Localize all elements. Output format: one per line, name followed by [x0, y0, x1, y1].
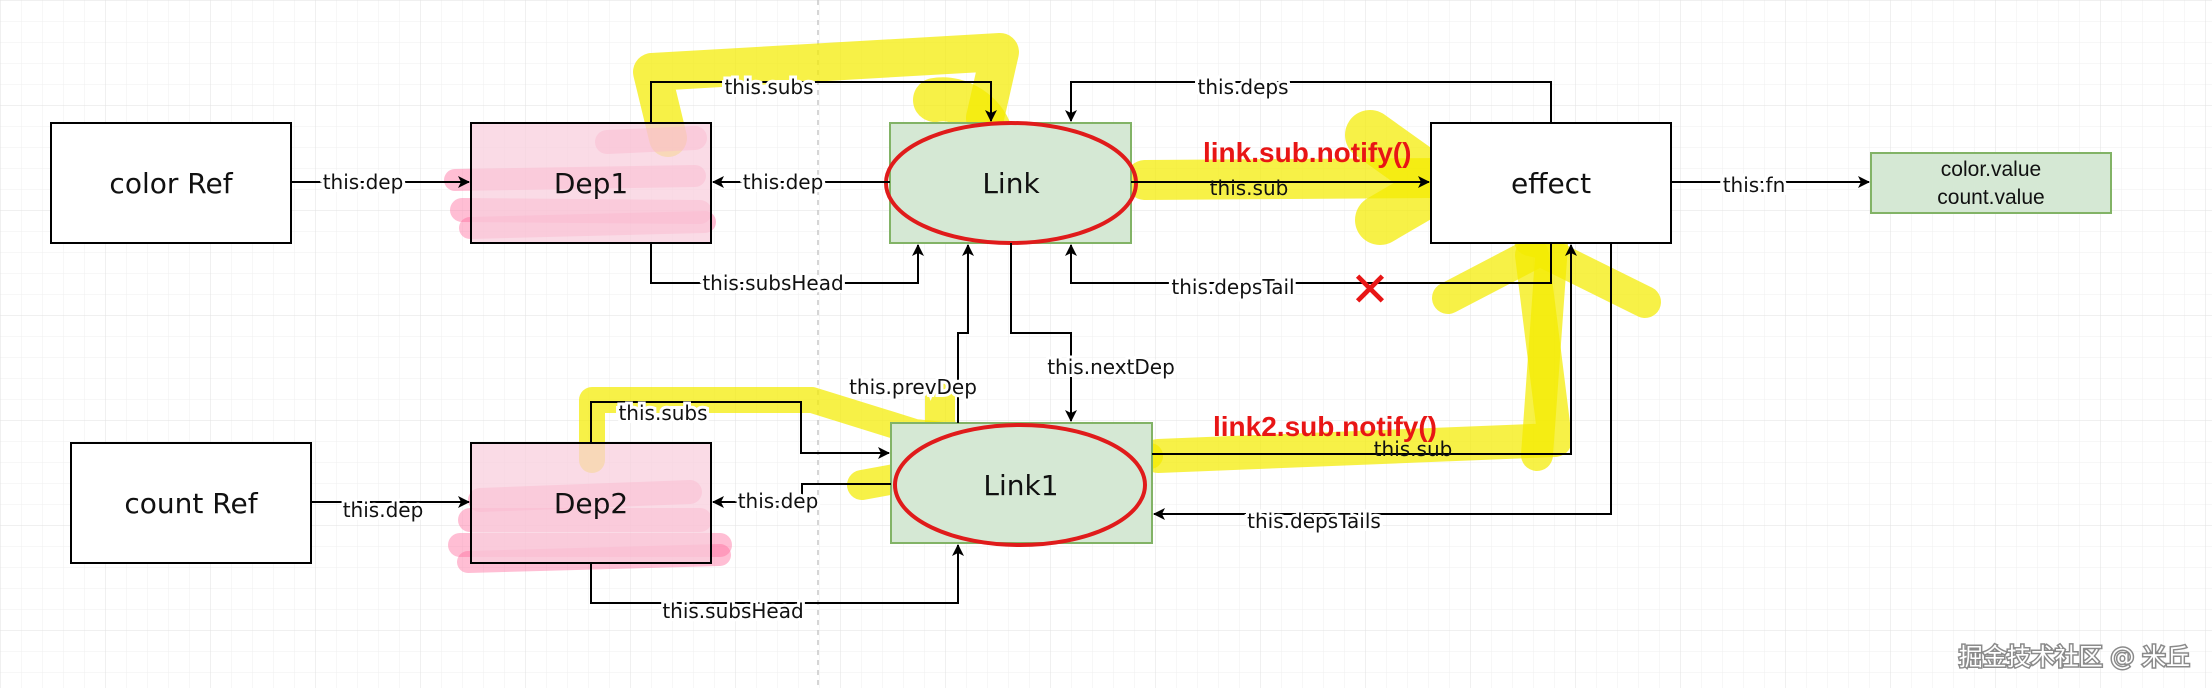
color-ref-label: color Ref: [109, 167, 233, 200]
dep1-box: [470, 122, 712, 244]
edge-deps-tails: [1153, 243, 1612, 520]
edge-effect-deps: [1065, 81, 1552, 123]
label-prev-dep: this.prevDep: [849, 375, 977, 399]
count-ref-box: [70, 442, 312, 564]
count-ref-label: count Ref: [124, 487, 258, 520]
label-link-dep1: this.dep: [743, 170, 824, 194]
notify-link-annotation: link.sub.notify(): [1203, 137, 1411, 168]
effect-label: effect: [1511, 167, 1591, 200]
link-label: Link: [982, 167, 1040, 200]
edge-deps-tail: [1065, 243, 1552, 284]
edge-link1-sub: [1152, 244, 1577, 455]
label-dep1-subs: this.subs: [724, 75, 813, 99]
output-line-count: count.value: [1937, 186, 2044, 209]
label-effect-fn: this.fn: [1723, 173, 1786, 197]
label-effect-deps: this.deps: [1198, 75, 1289, 99]
label-next-dep: this.nextDep: [1047, 355, 1175, 379]
label-deps-tail: this.depsTail: [1171, 275, 1294, 299]
edge-labels: this.dep this.dep this.dep this.dep this…: [320, 72, 1789, 626]
dep2-label: Dep2: [554, 487, 628, 520]
label-deps-tails: this.depsTails: [1247, 509, 1381, 533]
label-dep2-subs: this.subs: [618, 401, 707, 425]
watermark: 掘金技术社区 @ 米丘: [1959, 643, 2190, 671]
dep1-label: Dep1: [554, 167, 628, 200]
edge-next-dep: [1010, 243, 1077, 422]
label-link-sub: this.sub: [1210, 176, 1289, 200]
link-box: [889, 122, 1132, 244]
edge-link1-dep2: [712, 483, 891, 508]
edge-dep1-subs: [650, 81, 997, 123]
label-link1-dep2: this.dep: [738, 489, 819, 513]
edge-dep2-subs: [590, 401, 890, 459]
edge-dep2-subshead: [590, 544, 964, 604]
edge-dep1-subshead: [650, 243, 924, 284]
connectors: [291, 81, 1870, 604]
effect-box: [1430, 122, 1672, 244]
color-ref-box: [50, 122, 292, 244]
dep2-box: [470, 442, 712, 564]
output-line-color: color.value: [1941, 158, 2041, 181]
label-dep1-subshead: this.subsHead: [702, 271, 843, 295]
link1-label: Link1: [983, 469, 1058, 502]
cross-icon: ✕: [1350, 262, 1390, 318]
label-count-dep: this.dep: [343, 498, 424, 522]
label-dep2-subshead: this.subsHead: [662, 599, 803, 623]
edge-prev-dep: [957, 244, 974, 423]
notify-link2-annotation: link2.sub.notify(): [1213, 411, 1437, 442]
label-color-dep: this.dep: [323, 170, 404, 194]
label-link1-sub: this.sub: [1374, 437, 1453, 461]
link1-highlight-ellipse: [893, 423, 1147, 547]
output-box: [1870, 152, 2112, 214]
